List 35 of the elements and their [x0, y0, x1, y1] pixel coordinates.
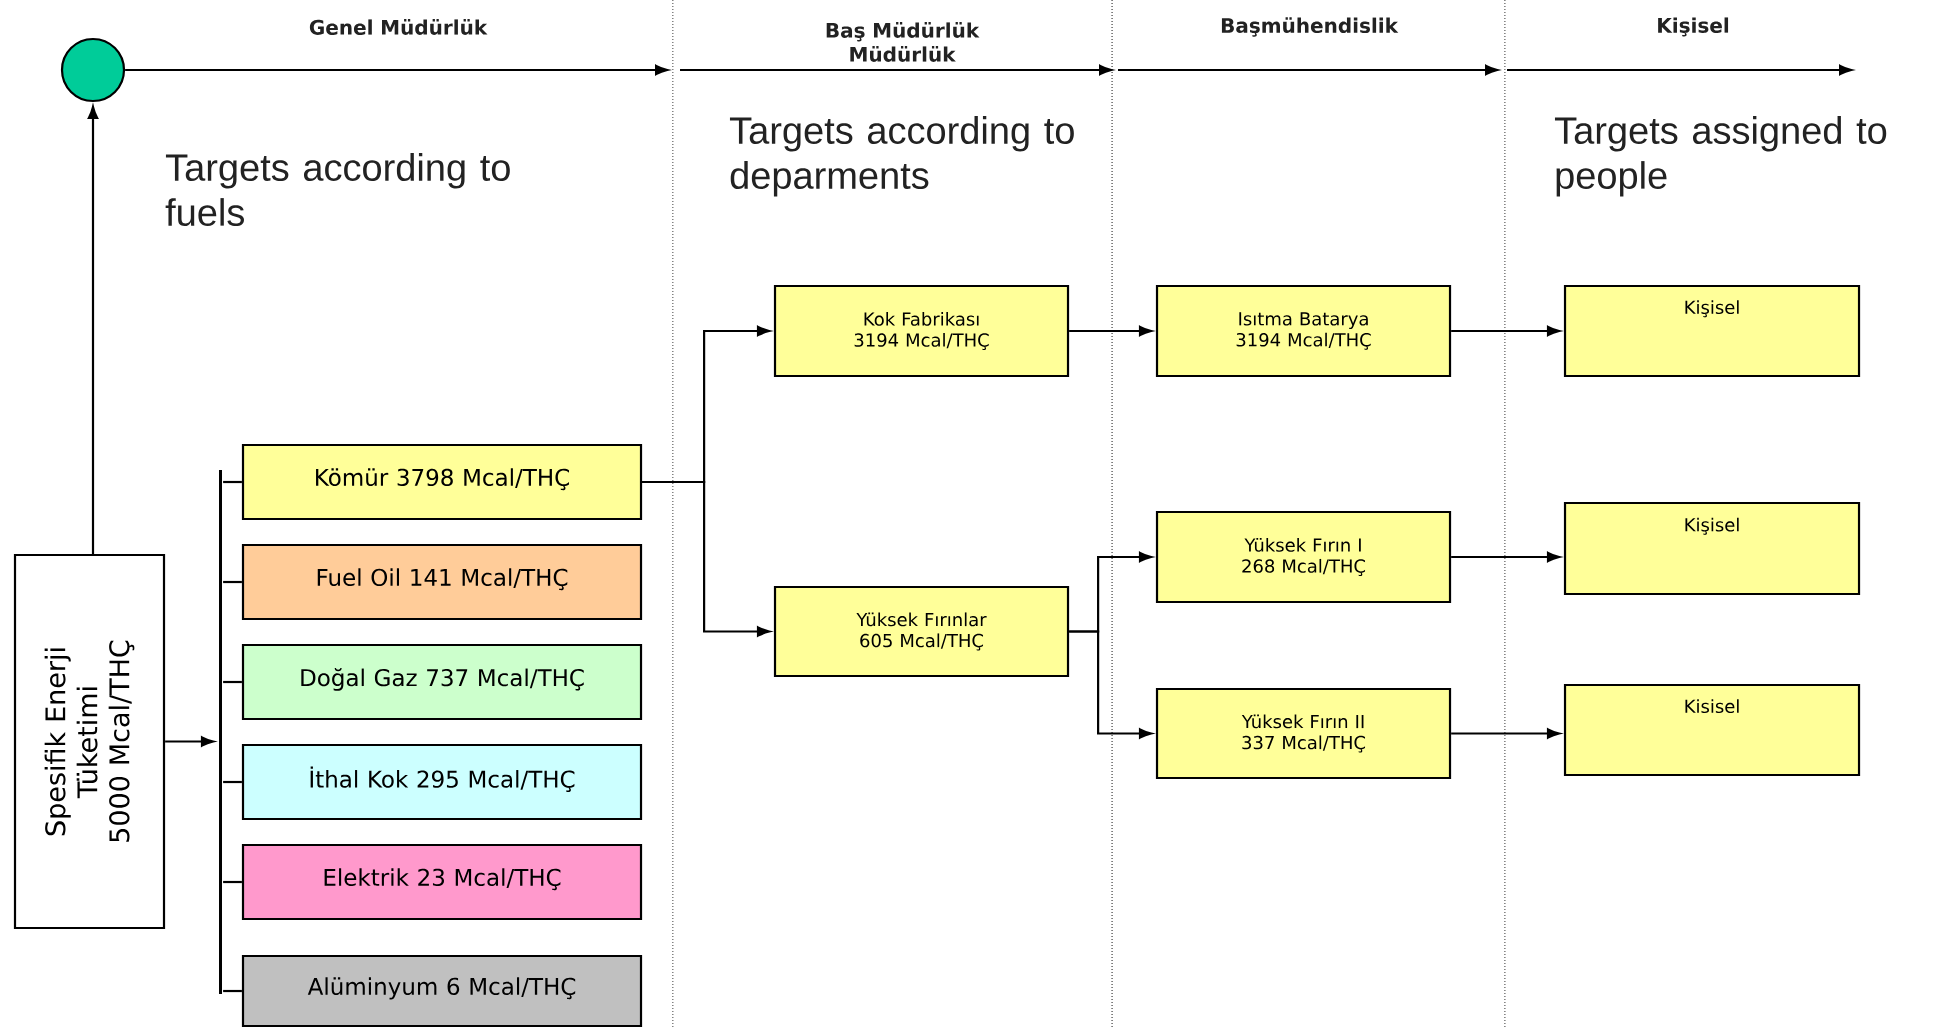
bus-bar [219, 470, 222, 994]
connector-line [223, 680, 242, 684]
fuel-box: Fuel Oil 141 Mcal/THÇ [241, 543, 643, 621]
arrow [1069, 325, 1153, 337]
connector-line [223, 580, 242, 584]
column-heading: Genel Müdürlük [309, 19, 488, 35]
department-box: Yüksek Fırın II 337 Mcal/THÇ [1155, 687, 1452, 780]
column-heading: Kişisel [1658, 17, 1729, 37]
connector-line [223, 480, 242, 484]
timeline-arrow [125, 64, 669, 76]
person-box: Kişisel [1563, 284, 1861, 378]
department-box: Yüksek Fırın I 268 Mcal/THÇ [1155, 510, 1452, 604]
person-box: Kisisel [1563, 683, 1861, 777]
section-title: Targets according to fuels [165, 153, 510, 226]
fuel-box: Doğal Gaz 737 Mcal/THÇ [241, 643, 643, 721]
connector-line [223, 989, 242, 993]
section-title: Targets according to deparments [729, 116, 1074, 197]
fuel-box: Elektrik 23 Mcal/THÇ [241, 843, 643, 921]
fuel-box: Kömür 3798 Mcal/THÇ [241, 443, 643, 521]
connector-line [223, 880, 242, 884]
section-title: Targets assigned to people [1554, 116, 1887, 197]
arrow [87, 105, 99, 554]
department-box: Isıtma Batarya 3194 Mcal/THÇ [1155, 284, 1452, 378]
column-heading: Başmühendislik [1221, 17, 1399, 37]
fuel-box: İthal Kok 295 Mcal/THÇ [241, 743, 643, 821]
start-circle [60, 37, 126, 103]
process-box: Spesifik Enerji Tüketimi 5000 Mcal/THÇ [13, 553, 166, 930]
department-box: Yüksek Fırınlar 605 Mcal/THÇ [773, 585, 1070, 678]
connector-line [223, 780, 242, 784]
person-box: Kişisel [1563, 501, 1861, 596]
arrow [1451, 551, 1561, 563]
column-heading: Baş Müdürlük Müdürlük [826, 22, 980, 62]
arrow [1451, 325, 1561, 337]
fuel-box: Alüminyum 6 Mcal/THÇ [241, 954, 643, 1028]
department-box: Kok Fabrikası 3194 Mcal/THÇ [773, 284, 1070, 378]
